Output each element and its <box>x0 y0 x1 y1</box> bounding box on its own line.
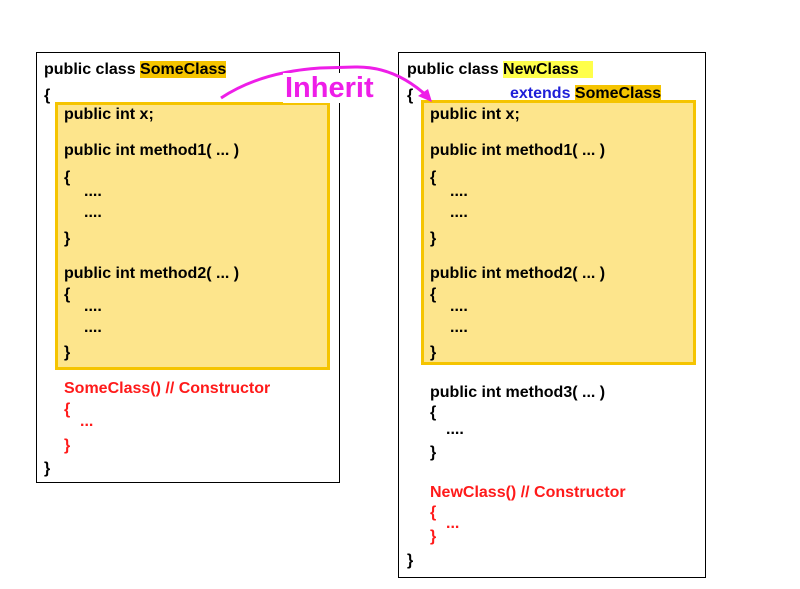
derived-method1-open-brace: { <box>430 169 437 186</box>
derived-method2-signature: public int method2( ... ) <box>430 265 606 282</box>
derived-class-name: NewClass <box>503 61 593 78</box>
derived-class-decl-prefix: public class <box>407 61 504 78</box>
derived-method1-body-line: .... <box>450 204 468 221</box>
base-method2-open-brace: { <box>64 286 71 303</box>
derived-method3-signature: public int method3( ... ) <box>430 384 606 401</box>
base-method1-open-brace: { <box>64 169 71 186</box>
base-method2-close-brace: } <box>64 344 71 361</box>
derived-class-declaration: public class NewClass <box>407 60 593 79</box>
derived-method2-body-line: .... <box>450 319 468 336</box>
derived-constructor-close-brace: } <box>430 528 437 545</box>
base-constructor-close-brace: } <box>64 437 71 454</box>
base-constructor-open-brace: { <box>64 401 71 418</box>
derived-method2-open-brace: { <box>430 286 437 303</box>
derived-method1-close-brace: } <box>430 230 437 247</box>
derived-method2-body-line: .... <box>450 298 468 315</box>
extends-keyword: extends <box>510 85 571 102</box>
derived-method1-body-line: .... <box>450 183 468 200</box>
derived-class-open-brace: { <box>407 87 414 104</box>
base-class-decl-prefix: public class <box>44 61 141 78</box>
base-method2-body-line: .... <box>84 298 102 315</box>
derived-method2-close-brace: } <box>430 344 437 361</box>
base-class-open-brace: { <box>44 87 51 104</box>
base-field-x: public int x; <box>64 106 154 123</box>
base-class-name: SomeClass <box>140 61 227 78</box>
inherit-label: Inherit <box>283 72 376 104</box>
derived-method1-signature: public int method1( ... ) <box>430 142 606 159</box>
base-constructor-body: ... <box>80 413 94 430</box>
base-method2-signature: public int method2( ... ) <box>64 265 240 282</box>
derived-constructor-body: ... <box>446 515 460 532</box>
derived-constructor-signature: NewClass() // Constructor <box>430 484 626 501</box>
base-class-declaration: public class SomeClass <box>44 60 227 79</box>
derived-method3-body: .... <box>446 421 464 438</box>
derived-method3-close-brace: } <box>430 444 437 461</box>
base-constructor-signature: SomeClass() // Constructor <box>64 380 271 397</box>
derived-extends-clause: extends SomeClass <box>510 84 662 103</box>
base-inherited-members-box <box>55 102 330 370</box>
derived-field-x: public int x; <box>430 106 520 123</box>
derived-constructor-open-brace: { <box>430 504 437 521</box>
base-method1-body-line: .... <box>84 183 102 200</box>
derived-class-close-brace: } <box>407 552 414 569</box>
base-method1-signature: public int method1( ... ) <box>64 142 240 159</box>
base-method1-close-brace: } <box>64 230 71 247</box>
derived-inherited-members-box <box>421 100 696 365</box>
base-method1-body-line: .... <box>84 204 102 221</box>
base-class-close-brace: } <box>44 460 51 477</box>
extends-superclass-name: SomeClass <box>574 85 662 102</box>
derived-method3-open-brace: { <box>430 404 437 421</box>
base-method2-body-line: .... <box>84 319 102 336</box>
